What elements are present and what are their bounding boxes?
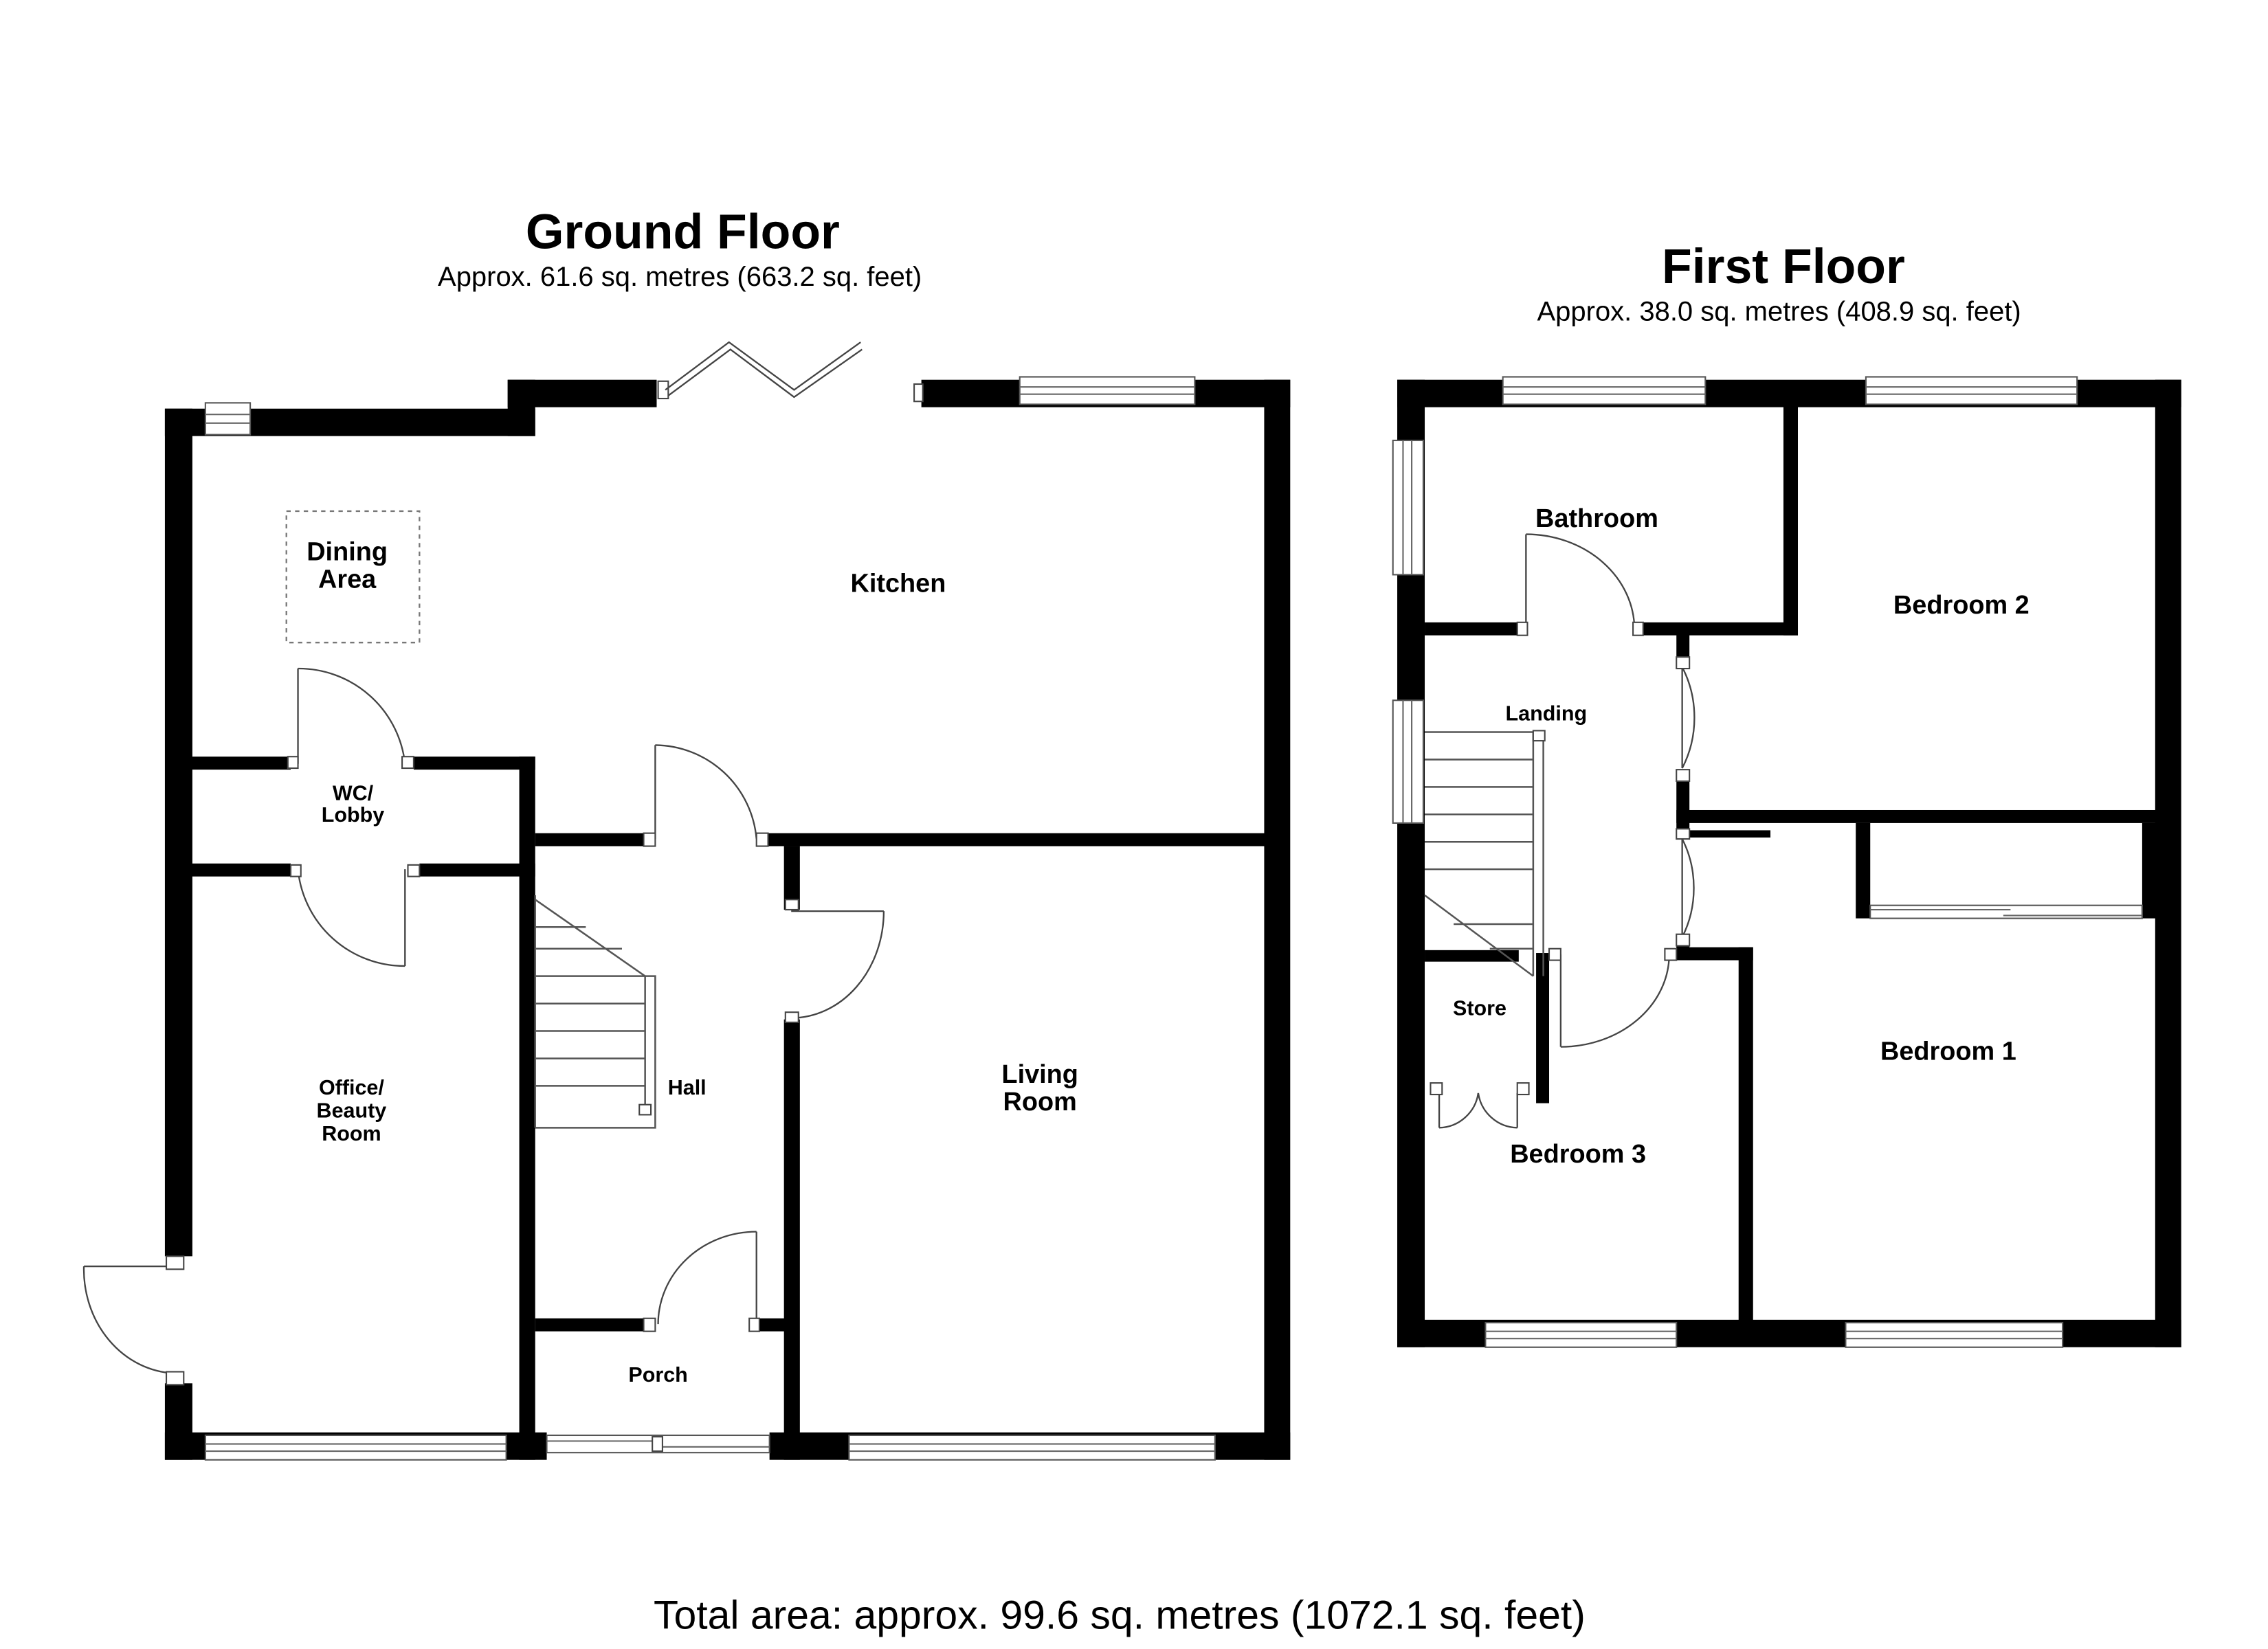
label-bedroom-3: Bedroom 3 [1510,1140,1646,1169]
label-kitchen: Kitchen [851,570,946,598]
ground-floor-area: Approx. 61.6 sq. metres (663.2 sq. feet) [438,262,922,292]
label-wc-lobby-line1: WC/ [333,781,374,805]
dining-area-outline [285,510,421,644]
ground-floor-title: Ground Floor [526,205,840,260]
first-floor-labels: Bathroom Bedroom 2 Landing Store Bedroom… [1453,504,2030,1169]
wardrobe-sliding-doors [1869,904,2143,919]
first-floor: First Floor Approx. 38.0 sq. metres (408… [1392,239,2181,1348]
label-living-room-line2: Room [1003,1088,1077,1117]
landing-stairs [1424,730,1546,977]
label-hall: Hall [668,1076,707,1099]
label-store: Store [1453,996,1507,1020]
label-landing: Landing [1506,702,1588,726]
label-bedroom-1: Bedroom 1 [1880,1037,2016,1066]
ground-floor-windows [204,376,1216,1461]
ground-floor: Ground Floor Approx. 61.6 sq. metres (66… [82,205,1291,1461]
label-bathroom: Bathroom [1535,504,1658,533]
label-porch: Porch [628,1363,687,1387]
label-office-line3: Room [322,1122,381,1145]
first-floor-windows [1392,376,2078,1348]
ground-floor-doors [82,667,885,1386]
front-door [546,1434,770,1454]
label-dining-area-line1: Dining [307,537,388,566]
ground-floor-labels: Dining Area Kitchen WC/ Lobby Office/ Be… [307,537,1078,1387]
first-floor-area: Approx. 38.0 sq. metres (408.9 sq. feet) [1537,297,2021,327]
label-bedroom-2: Bedroom 2 [1893,591,2030,620]
hall-stairs [534,895,656,1129]
label-dining-area-line2: Area [318,565,377,594]
label-office-line1: Office/ [319,1076,384,1099]
first-floor-title: First Floor [1662,239,1905,294]
bifold-doors [657,341,924,403]
first-floor-walls [1397,379,2181,1347]
label-office-line2: Beauty [317,1099,387,1123]
total-area: Total area: approx. 99.6 sq. metres (107… [654,1593,1586,1638]
label-living-room-line1: Living [1001,1060,1078,1089]
first-floor-doors [1430,533,1696,1129]
label-wc-lobby-line2: Lobby [322,803,385,827]
